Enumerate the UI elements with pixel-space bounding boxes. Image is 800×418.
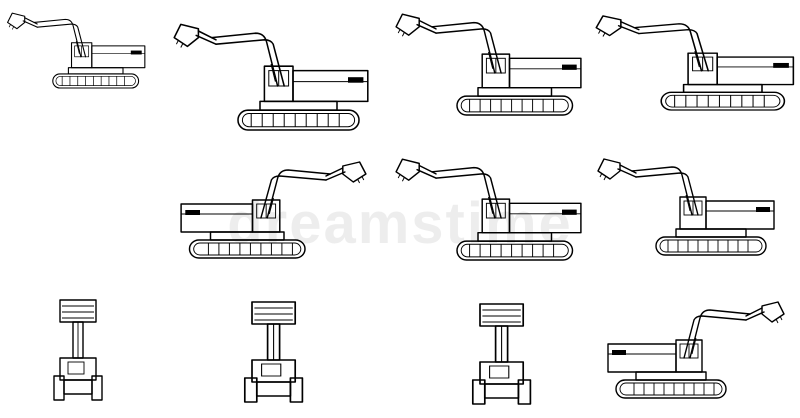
excavator-view-8 <box>40 296 120 408</box>
excavator-view-2 <box>172 20 372 135</box>
excavator-view-1 <box>6 10 186 120</box>
excavator-view-5 <box>180 158 370 268</box>
excavator-view-9 <box>218 298 338 408</box>
excavator-view-4 <box>594 12 795 112</box>
excavator-view-10 <box>446 300 566 408</box>
excavator-view-7 <box>596 155 786 265</box>
excavator-view-11 <box>598 298 788 408</box>
excavator-view-6 <box>394 155 584 265</box>
excavator-view-3 <box>394 10 584 120</box>
